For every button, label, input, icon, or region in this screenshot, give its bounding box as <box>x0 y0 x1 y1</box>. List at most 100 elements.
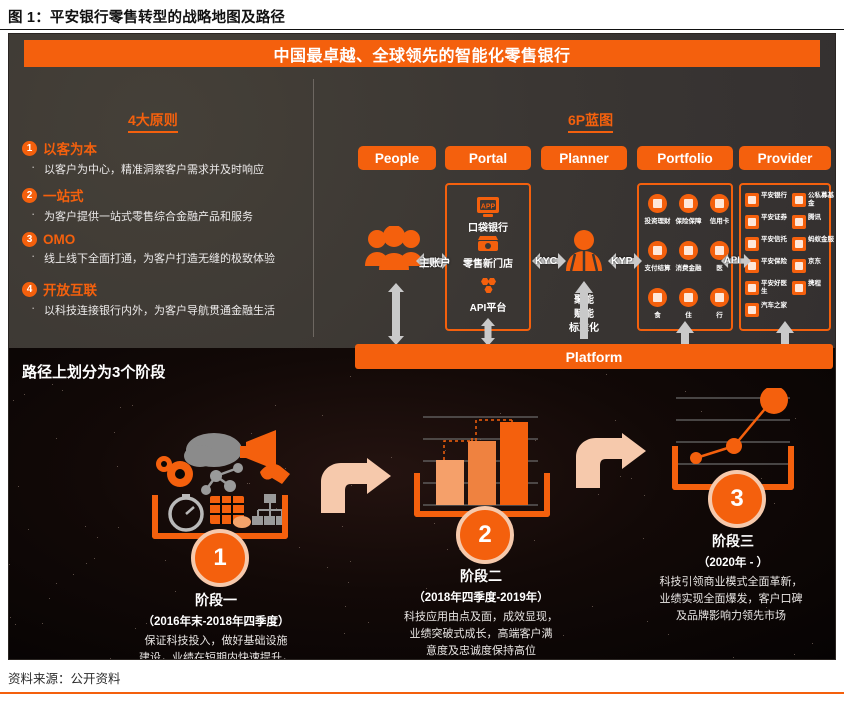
principle-name: 以客为本 <box>43 138 97 158</box>
p-column-portfolio[interactable]: Portfolio <box>637 146 733 170</box>
provider-left-label: 平安信托 <box>761 236 787 244</box>
banner: 中国最卓越、全球领先的智能化零售银行 <box>24 40 820 67</box>
auto-icon <box>745 303 759 317</box>
source-note: 资料来源：公开资料 <box>8 668 121 687</box>
arrow-label-kyc: KYC <box>535 255 557 267</box>
portfolio-item-label: 支付结算 <box>642 262 673 272</box>
ctrip-icon <box>792 281 806 295</box>
arrow-label-kyp: KYP <box>611 255 633 267</box>
principle-item: 4 开放互联 以科技连接银行内外，为客户导航贯通金融生活 <box>22 279 307 318</box>
left-section-title: 4大原则 <box>128 110 178 133</box>
stage-arrow-2-3 <box>568 433 648 488</box>
food-icon <box>648 288 667 307</box>
svg-text:APP: APP <box>481 204 496 211</box>
principle-item: 2 一站式 为客户提供一站式零售综合金融产品和服务 <box>22 185 307 224</box>
portfolio-item-label: 消费金融 <box>673 262 704 272</box>
card-icon <box>710 194 729 213</box>
principle-number: 2 <box>22 188 37 203</box>
umbrella-icon <box>679 194 698 213</box>
provider-right-label: 蚂蚁金服 <box>808 236 834 244</box>
principle-item: 1 以客为本 以客户为中心，精准洞察客户需求并及时响应 <box>22 138 307 177</box>
principle-name: 开放互联 <box>43 279 97 299</box>
ant-icon <box>792 237 806 251</box>
footer-divider <box>0 692 844 694</box>
stage-arrow-1-2 <box>313 458 393 513</box>
arrow-portal-platform <box>478 318 498 346</box>
portal-item-label: 口袋银行 <box>445 219 531 234</box>
stage-1-body: 保证科技投入，做好基础设施 建设，业绩在短期内快速提升， 基础用户体验大幅改善 <box>116 633 316 660</box>
consume-icon <box>679 241 698 260</box>
portfolio-item-label: 行 <box>704 309 735 319</box>
pay-icon <box>648 241 667 260</box>
principle-name: OMO <box>43 232 75 247</box>
stage-3-name: 阶段三 <box>658 531 808 551</box>
provider-right-label: 公私募基金 <box>808 192 834 208</box>
portfolio-item-label: 食 <box>642 309 673 319</box>
stage-2-body: 科技应用由点及面，成效显现， 业绩突破式成长，高端客户满 意度及忠诚度保持高位 <box>378 609 584 660</box>
trust-icon <box>745 237 759 251</box>
portal-item-label: 零售新门店 <box>445 255 531 270</box>
stage-3-period: （2020年 - ） <box>653 554 813 570</box>
platform-label: Platform <box>566 349 623 365</box>
right-section-title: 6P蓝图 <box>568 110 613 133</box>
strategy-map-board: 中国最卓越、全球领先的智能化零售银行 4大原则 1 以客为本 以客户为中心，精准… <box>8 33 836 660</box>
stage-2-period: （2018年四季度-2019年） <box>381 589 581 605</box>
arrow-planner-platform <box>573 281 595 339</box>
p-column-portal[interactable]: Portal <box>445 146 531 170</box>
provider-left-label: 平安证券 <box>761 214 787 222</box>
portfolio-item-label: 信用卡 <box>704 215 735 225</box>
bank-icon <box>745 193 759 207</box>
arrow-people-platform <box>385 283 407 345</box>
home-icon <box>679 288 698 307</box>
principle-desc: 为客户提供一站式零售综合金融产品和服务 <box>22 208 307 224</box>
hexagon-icon <box>477 276 499 298</box>
jd-icon <box>792 259 806 273</box>
provider-right-label: 携程 <box>808 280 834 288</box>
arrow-label-main-account: 主账户 <box>419 255 451 270</box>
provider-left-label: 平安银行 <box>761 192 787 200</box>
p-column-people[interactable]: People <box>358 146 436 170</box>
principle-number: 1 <box>22 141 37 156</box>
principle-desc: 以客户为中心，精准洞察客户需求并及时响应 <box>22 161 307 177</box>
travel-icon <box>710 288 729 307</box>
principle-name: 一站式 <box>43 185 84 205</box>
store-icon <box>476 235 500 253</box>
stage-2-name: 阶段二 <box>406 566 556 586</box>
stage-1-name: 阶段一 <box>141 590 291 610</box>
portal-item-label: API平台 <box>445 299 531 314</box>
principle-desc: 线上线下全面打通，为客户打造无缝的极致体验 <box>22 250 307 266</box>
app-icon: APP <box>474 196 502 218</box>
p-column-planner[interactable]: Planner <box>541 146 627 170</box>
provider-right-label: 京东 <box>808 258 834 266</box>
provider-left-label: 平安好医生 <box>761 280 787 296</box>
principle-number: 3 <box>22 232 37 247</box>
principle-number: 4 <box>22 282 37 297</box>
portfolio-item-label: 保险保障 <box>673 215 704 225</box>
stage-1-period: （2016年末-2018年四季度） <box>116 613 316 629</box>
fund-icon <box>792 193 806 207</box>
page-title: 图 1：平安银行零售转型的战略地图及路径 <box>8 6 285 27</box>
banner-text: 中国最卓越、全球领先的智能化零售银行 <box>273 42 570 66</box>
stage-2-number: 2 <box>456 506 514 564</box>
principle-desc: 以科技连接银行内外，为客户导航贯通金融生活 <box>22 302 307 318</box>
platform-bar: Platform <box>355 344 833 369</box>
tencent-icon <box>792 215 806 229</box>
portfolio-item-label: 投资理财 <box>642 215 673 225</box>
stage-3-number: 3 <box>708 470 766 528</box>
portfolio-item-label: 住 <box>673 309 704 319</box>
panel-divider <box>313 79 314 337</box>
p-column-provider[interactable]: Provider <box>739 146 831 170</box>
stage-3-body: 科技引领商业模式全面革新， 业绩实现全面爆发，客户口碑 及品牌影响力领先市场 <box>626 574 836 625</box>
stage-1-number: 1 <box>191 529 249 587</box>
principle-item: 3 OMO 线上线下全面打通，为客户打造无缝的极致体验 <box>22 232 307 266</box>
lower-section-title: 路径上划分为3个阶段 <box>22 361 165 382</box>
doctor-icon <box>745 281 759 295</box>
title-divider <box>0 29 844 30</box>
provider-left-label: 汽车之家 <box>761 302 787 310</box>
arrow-label-api: API <box>724 255 740 266</box>
securities-icon <box>745 215 759 229</box>
provider-right-label: 腾讯 <box>808 214 834 222</box>
provider-left-label: 平安保险 <box>761 258 787 266</box>
chart-icon <box>648 194 667 213</box>
